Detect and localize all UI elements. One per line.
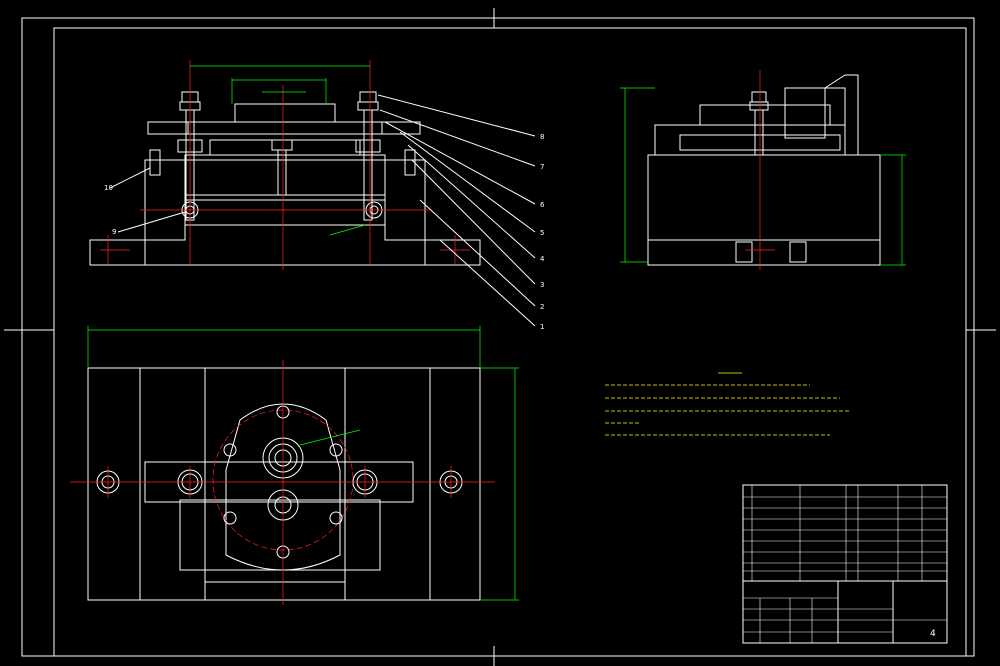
balloon-2: 2 (540, 303, 544, 311)
title-block: 4 (742, 580, 948, 644)
technical-notes (605, 372, 850, 436)
front-section-view: 8 7 6 5 4 3 2 1 10 9 (89, 60, 545, 331)
side-view (620, 70, 906, 270)
balloon-5: 5 (540, 229, 544, 237)
balloon-10: 10 (104, 184, 113, 192)
balloon-7: 7 (540, 163, 544, 171)
balloon-3: 3 (540, 281, 544, 289)
sheet-number: 4 (930, 629, 936, 639)
sheet-border (4, 8, 996, 666)
parts-list (742, 484, 948, 582)
balloon-1: 1 (540, 323, 544, 331)
balloon-9: 9 (112, 228, 116, 236)
top-view (70, 326, 519, 605)
balloon-6: 6 (540, 201, 545, 209)
balloon-4: 4 (540, 255, 545, 263)
balloon-8: 8 (540, 133, 544, 141)
